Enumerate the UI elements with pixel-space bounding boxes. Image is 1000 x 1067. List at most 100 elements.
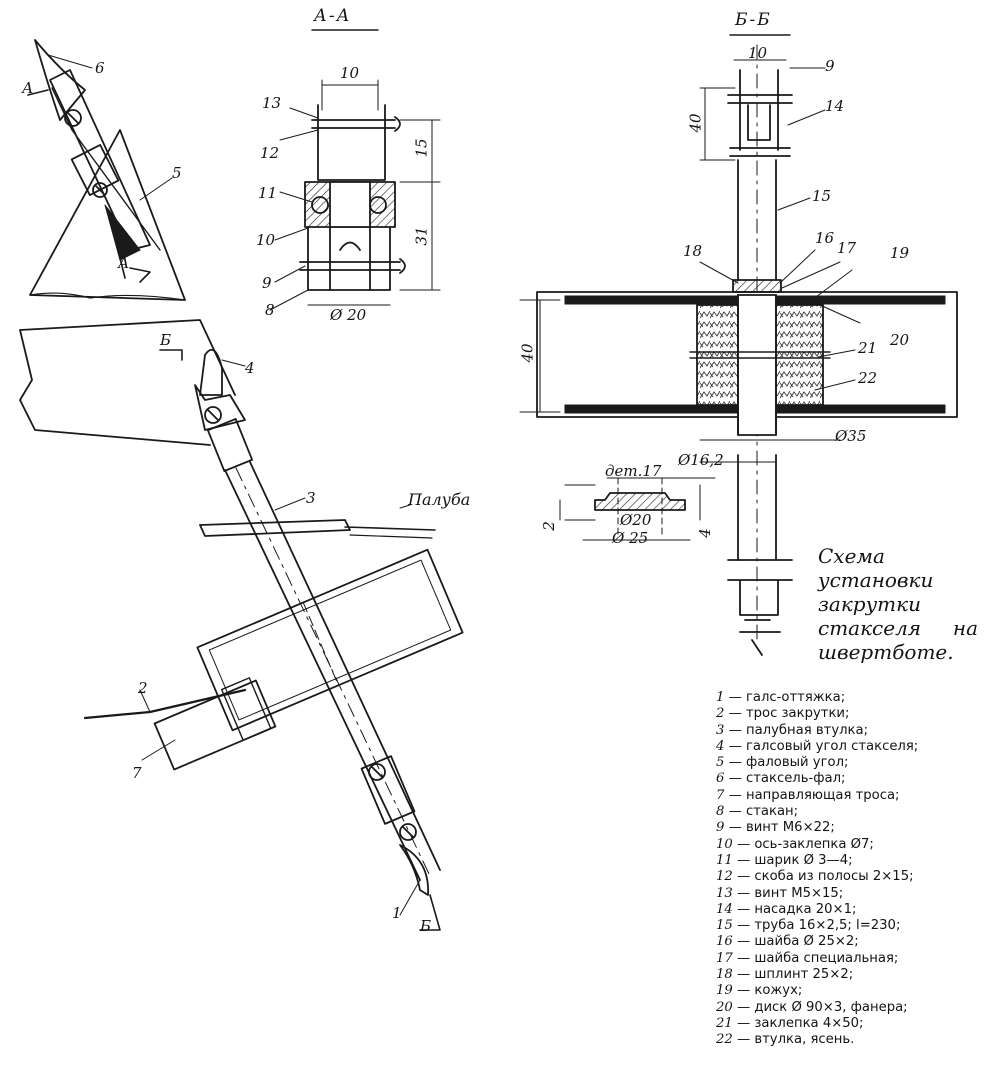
furling-drum <box>196 548 464 732</box>
callout-bb-16: 16 <box>815 229 835 247</box>
line-guide <box>153 677 277 771</box>
callout-aa-13: 13 <box>262 94 282 112</box>
callout-5: 5 <box>172 164 182 182</box>
legend-item-text: — стакан; <box>724 804 799 820</box>
legend-item-number: 8 <box>716 804 725 820</box>
legend-item-text: — галсовый угол стакселя; <box>724 738 919 754</box>
callout-bb-14: 14 <box>825 97 845 115</box>
callout-aa-12: 12 <box>260 144 280 162</box>
legend-item: 4 — галсовый угол стакселя; <box>716 739 996 755</box>
legend-item-number: 21 <box>716 1015 733 1031</box>
callout-2: 2 <box>138 679 148 697</box>
legend-item-text: — трос закрутки; <box>724 706 850 722</box>
head-fitting-block <box>70 144 120 196</box>
deck-label: Палуба <box>408 490 471 509</box>
callout-1: 1 <box>392 904 402 922</box>
tube-15 <box>737 159 777 281</box>
legend-item-number: 7 <box>716 787 725 803</box>
dim-bb-10: 10 <box>748 44 768 62</box>
callout-bb-19: 19 <box>890 244 910 262</box>
dim-aa-20: Ø 20 <box>330 306 367 324</box>
cut-marker-a-bottom: А <box>118 254 130 272</box>
callout-6: 6 <box>95 59 105 77</box>
legend-item-text: — труба 16×2,5; l=230; <box>732 918 901 934</box>
dim-bb-40-drum: 40 <box>518 343 537 363</box>
detail-17-washer <box>559 477 716 541</box>
callout-aa-8: 8 <box>265 301 275 319</box>
dim-bb-16: Ø16,2 <box>678 451 724 469</box>
legend-item-number: 2 <box>716 706 725 722</box>
section-aa-view <box>299 29 441 306</box>
figure-caption: Схема установки закрутки стакселя на шве… <box>818 544 978 664</box>
legend-item-text: — стаксель-фал; <box>724 771 846 787</box>
legend-item-text: — шарик Ø 3—4; <box>732 852 853 868</box>
callout-aa-10: 10 <box>256 231 276 249</box>
legend-item: 21 — заклепка 4×50; <box>716 1016 996 1032</box>
legend-item-number: 18 <box>716 967 733 983</box>
legend-item-text: — насадка 20×1; <box>732 901 857 917</box>
callout-bb-22: 22 <box>858 369 878 387</box>
main-assembly-view <box>19 39 464 931</box>
callout-bb-9: 9 <box>825 57 835 75</box>
legend-item-text: — диск Ø 90×3, фанера; <box>732 999 908 1015</box>
swivel-pin-top <box>64 109 82 127</box>
legend-item-text: — шайба Ø 25×2; <box>732 934 859 950</box>
detail-17-title: дет.17 <box>605 462 662 480</box>
legend-item-text: — шайба специальная; <box>732 950 899 966</box>
legend-item-text: — направляющая троса; <box>724 787 900 803</box>
legend-item-number: 14 <box>716 901 733 917</box>
legend-item-number: 6 <box>716 771 725 787</box>
legend-item: 2 — трос закрутки; <box>716 706 996 722</box>
legend-item: 14 — насадка 20×1; <box>716 902 996 918</box>
legend-item-text: — фаловый угол; <box>724 755 849 771</box>
detail-17-d2: 2 <box>539 521 558 531</box>
legend-item: 9 — винт М6×22; <box>716 820 996 836</box>
cut-marker-a-top: А <box>22 79 34 97</box>
detail-17-d4: 4 <box>695 528 714 538</box>
leader-lines <box>47 54 861 916</box>
legend-item-number: 11 <box>716 852 733 868</box>
legend-item-number: 15 <box>716 918 733 934</box>
callout-bb-18: 18 <box>683 242 703 260</box>
legend-item-number: 4 <box>716 738 725 754</box>
legend-item-text: — галс-оттяжка; <box>724 690 846 705</box>
legend-item-number: 13 <box>716 885 733 901</box>
legend-item-text: — винт М5×15; <box>732 885 844 901</box>
section-bb-view <box>519 34 958 656</box>
legend-item: 13 — винт М5×15; <box>716 886 996 902</box>
legend-item-text: — винт М6×22; <box>724 820 835 836</box>
legend-item: 5 — фаловый угол; <box>716 755 996 771</box>
legend-item-number: 20 <box>716 999 733 1015</box>
legend-item-number: 1 <box>716 690 725 705</box>
legend-item: 10 — ось-заклепка Ø7; <box>716 837 996 853</box>
cut-marker-b-top: Б <box>160 331 172 349</box>
section-bb-title: Б-Б <box>735 10 772 30</box>
legend-item-text: — заклепка 4×50; <box>732 1015 864 1031</box>
callout-7: 7 <box>132 764 142 782</box>
callout-bb-20: 20 <box>890 331 910 349</box>
sail-tack-area <box>19 319 236 446</box>
bottom-fitting-block <box>360 755 416 825</box>
sail-head <box>29 129 186 301</box>
cut-marker-b-bottom: Б <box>420 917 432 935</box>
legend-item-text: — палубная втулка; <box>724 722 869 738</box>
legend-item-text: — шплинт 25×2; <box>732 967 854 983</box>
legend-item-number: 19 <box>716 983 733 999</box>
callout-bb-17: 17 <box>837 239 857 257</box>
legend-item-number: 10 <box>716 836 733 852</box>
deck-bushing <box>199 519 351 537</box>
detail-17-d25: Ø 25 <box>612 529 649 547</box>
section-aa-title: А-А <box>314 6 352 26</box>
legend-item: 7 — направляющая троса; <box>716 788 996 804</box>
callout-bb-15: 15 <box>812 187 832 205</box>
callout-3: 3 <box>306 489 316 507</box>
legend-item-number: 3 <box>716 722 725 738</box>
legend-item: 12 — скоба из полосы 2×15; <box>716 869 996 885</box>
parts-legend: 1 — галс-оттяжка;2 — трос закрутки;3 — п… <box>716 690 996 1049</box>
dim-aa-31: 31 <box>412 226 431 246</box>
detail-17-d20: Ø20 <box>620 511 652 529</box>
legend-item: 16 — шайба Ø 25×2; <box>716 934 996 950</box>
callout-4: 4 <box>245 359 255 377</box>
halyard <box>34 39 86 121</box>
